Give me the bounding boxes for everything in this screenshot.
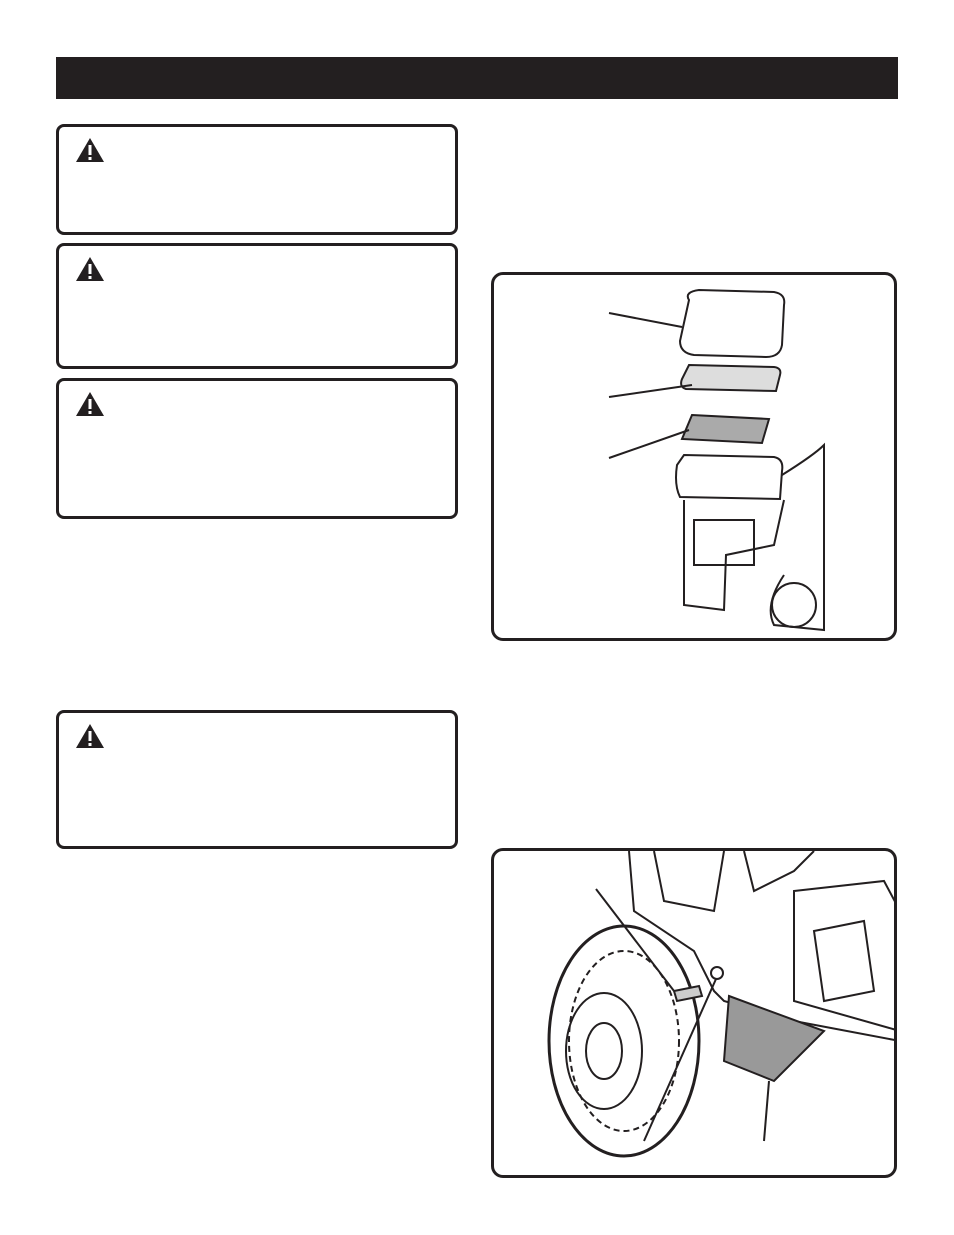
air-filter-illustration <box>608 288 825 632</box>
warning-triangle-icon <box>76 138 104 162</box>
warning-triangle-icon <box>76 392 104 416</box>
callout-line <box>763 1080 770 1142</box>
callout-line <box>595 888 675 992</box>
callout-line <box>643 978 717 1142</box>
warning-box <box>56 710 458 849</box>
callout-line <box>608 312 683 328</box>
callout-line <box>608 429 690 459</box>
figure-oil-drain <box>491 848 897 1178</box>
warning-triangle-icon <box>76 724 104 748</box>
oil-drain-illustration <box>547 851 894 1158</box>
figure-air-filter <box>491 272 897 641</box>
warning-box <box>56 243 458 369</box>
section-header-bar <box>56 57 898 99</box>
warning-box <box>56 378 458 519</box>
callout-line <box>608 384 693 398</box>
warning-box <box>56 124 458 235</box>
warning-triangle-icon <box>76 257 104 281</box>
